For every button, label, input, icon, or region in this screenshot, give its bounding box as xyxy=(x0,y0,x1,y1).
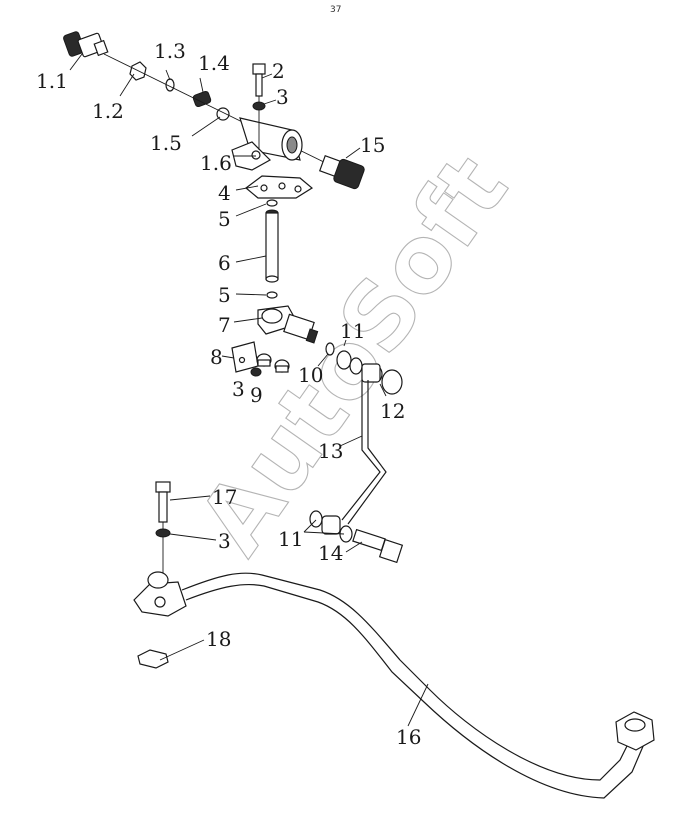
part-5-oring-lower xyxy=(266,291,278,299)
part-10-washer xyxy=(325,342,335,356)
callout-9: 9 xyxy=(250,383,263,407)
callout-12: 12 xyxy=(380,399,405,423)
callout-1-3: 1.3 xyxy=(154,39,186,63)
part-3-washer-upper xyxy=(252,101,266,111)
callout-1-5: 1.5 xyxy=(150,131,182,155)
callout-17: 17 xyxy=(212,485,237,509)
part-15-fitting xyxy=(318,154,365,190)
callout-11-lower: 11 xyxy=(278,527,303,551)
callout-14: 14 xyxy=(318,541,343,565)
part-8-bracket xyxy=(231,341,259,373)
callout-6: 6 xyxy=(218,251,231,275)
callout-16: 16 xyxy=(396,725,421,749)
part-7-elbow xyxy=(257,305,319,344)
part-13-pipe xyxy=(341,380,387,525)
part-3-washer-middle xyxy=(250,367,262,377)
part-9-bolts xyxy=(256,353,290,373)
callout-1-6: 1.6 xyxy=(200,151,232,175)
part-1-6-tee-body xyxy=(231,117,303,171)
callout-15: 15 xyxy=(360,133,385,157)
part-18-nut xyxy=(137,649,169,669)
callout-3-middle: 3 xyxy=(232,377,245,401)
part-11-banjo-lower xyxy=(321,515,341,535)
part-16-main-pipe xyxy=(133,571,655,799)
leader-lines xyxy=(69,53,429,727)
callout-1-1: 1.1 xyxy=(36,69,68,93)
part-1-1-fitting xyxy=(63,31,109,58)
callout-10: 10 xyxy=(298,363,323,387)
top-mark: 37 xyxy=(330,5,341,15)
callout-5-top: 5 xyxy=(218,207,231,231)
callout-8: 8 xyxy=(210,345,223,369)
callout-labels: 1.1 1.2 1.3 1.4 1.5 1.6 2 3 15 4 5 6 5 7… xyxy=(36,39,421,749)
callout-5-bottom: 5 xyxy=(218,283,231,307)
callout-4: 4 xyxy=(218,181,231,205)
callout-3-top: 3 xyxy=(276,85,289,109)
part-14-bolt xyxy=(352,528,404,564)
part-3-washer-lower xyxy=(155,528,171,538)
callout-3-bottom: 3 xyxy=(218,529,231,553)
callout-13: 13 xyxy=(318,439,343,463)
callout-1-2: 1.2 xyxy=(92,99,124,123)
callout-18: 18 xyxy=(206,627,231,651)
part-4-gasket xyxy=(245,175,314,199)
part-5-oring-upper xyxy=(266,199,278,207)
callout-2: 2 xyxy=(272,59,285,83)
part-6-tube xyxy=(265,209,279,283)
part-12-banjo-bolt xyxy=(361,363,403,395)
part-1-4-spring xyxy=(192,90,212,108)
callout-1-4: 1.4 xyxy=(198,51,230,75)
callout-11-upper: 11 xyxy=(340,319,365,343)
callout-7: 7 xyxy=(218,313,231,337)
